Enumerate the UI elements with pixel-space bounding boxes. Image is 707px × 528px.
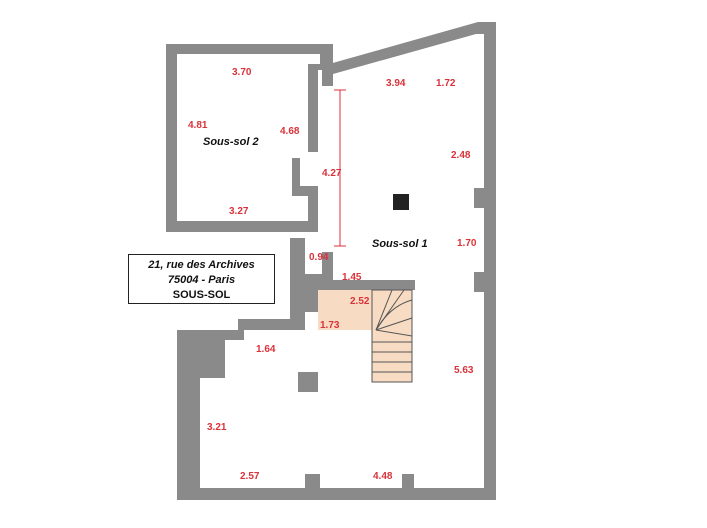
address-street: 21, rue des Archives — [148, 259, 255, 271]
dim-s1-left-height: 4.27 — [322, 168, 342, 179]
dimension-line-4-27 — [334, 89, 346, 247]
dim-stair-width: 2.52 — [350, 296, 370, 307]
dim-lower-bottom-right: 4.48 — [373, 471, 393, 482]
dim-s2-left: 4.81 — [188, 120, 208, 131]
dim-s1-passage: 1.45 — [342, 272, 362, 283]
inner-wall — [305, 280, 415, 290]
dim-s2-top: 3.70 — [232, 67, 252, 78]
dim-stair-depth: 1.73 — [320, 320, 340, 331]
pillar-upper — [393, 194, 409, 210]
dim-lower-bottom-left: 2.57 — [240, 471, 260, 482]
address-city: 75004 - Paris — [167, 274, 236, 286]
dim-s2-right: 4.68 — [280, 126, 300, 137]
room-label-sous-sol-1: Sous-sol 1 — [372, 238, 428, 250]
dim-s1-top: 3.94 — [386, 78, 406, 89]
room-sous-sol-2 — [166, 44, 333, 232]
room-label-sous-sol-2: Sous-sol 2 — [203, 136, 259, 148]
dim-lower-left-top: 1.64 — [256, 344, 276, 355]
dim-lower-right: 5.63 — [454, 365, 474, 376]
address-caption: 21, rue des Archives 75004 - Paris SOUS-… — [128, 254, 275, 304]
dim-s1-right-mid: 1.70 — [457, 238, 477, 249]
pillar-lower — [298, 372, 318, 392]
dim-s2-bottom: 3.27 — [229, 206, 249, 217]
room-sous-sol-1 — [177, 22, 496, 500]
dim-lower-left: 3.21 — [207, 422, 227, 433]
dim-s1-right-upper: 2.48 — [451, 150, 471, 161]
dim-s1-top-right: 1.72 — [436, 78, 456, 89]
address-level: SOUS-SOL — [172, 289, 231, 301]
staircase — [318, 289, 413, 383]
dim-s1-left-small: 0.94 — [309, 252, 329, 263]
